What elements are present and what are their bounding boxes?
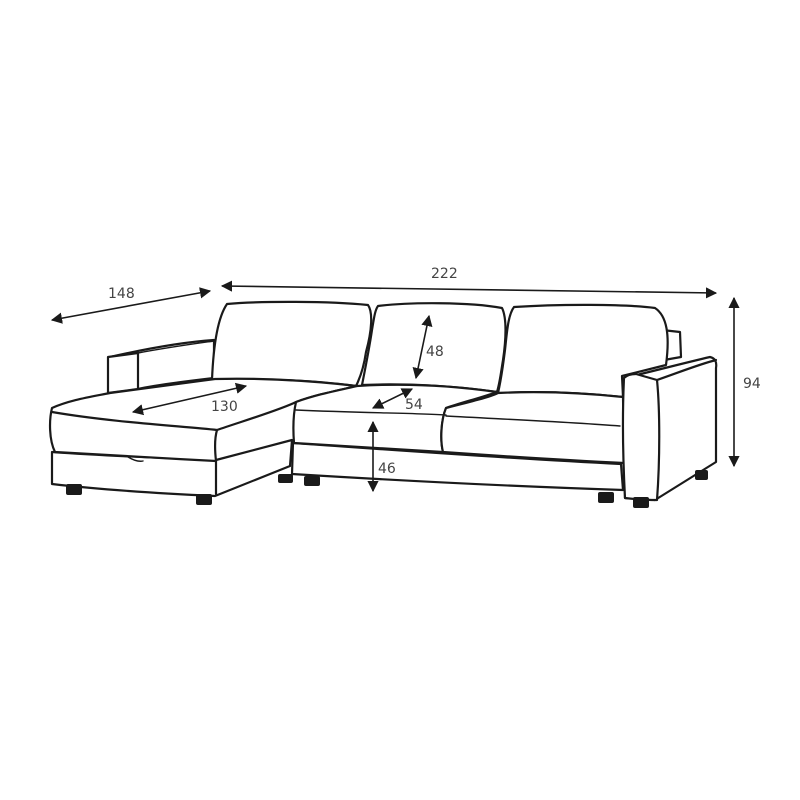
total-width-label: 222: [431, 266, 458, 282]
width-arrow: [220, 280, 718, 299]
back-cushion-left: [210, 300, 373, 388]
leg: [598, 492, 614, 503]
seat-depth-arrow: [371, 388, 414, 409]
backrest-height-label: 48: [426, 344, 444, 360]
seat-height-label: 46: [378, 461, 396, 477]
leg: [304, 476, 320, 486]
leg: [66, 484, 82, 495]
total-depth-label: 148: [108, 286, 135, 302]
chaise-width-arrow: [131, 382, 248, 416]
leg: [278, 474, 293, 483]
backrest-height-arrow: [412, 314, 433, 380]
total-height-label: 94: [743, 376, 761, 392]
dimension-labels: 148 222 94 48 54 130 46: [108, 266, 761, 477]
seat-cushion-right: [440, 391, 626, 465]
leg: [633, 497, 649, 508]
dimension-lines: [50, 280, 740, 493]
chaise-section: [48, 377, 359, 498]
sofa-legs: [66, 470, 708, 508]
chaise-width-label: 130: [211, 399, 238, 415]
leg: [695, 470, 708, 480]
depth-arrow: [50, 287, 212, 324]
right-armrest: [621, 355, 718, 502]
chaise-cushion: [48, 377, 359, 463]
seat-depth-label: 54: [405, 397, 423, 413]
leg: [196, 494, 212, 505]
